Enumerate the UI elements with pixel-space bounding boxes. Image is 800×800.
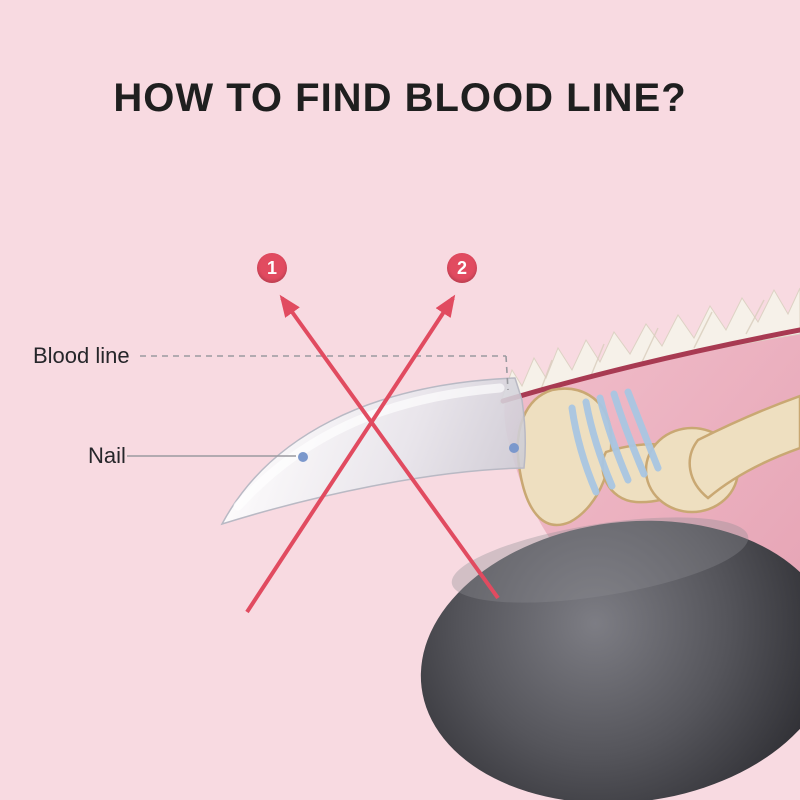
- page-title: HOW TO FIND BLOOD LINE?: [113, 76, 687, 120]
- paw-pad: [420, 520, 800, 800]
- cut-arrow-1: [279, 294, 500, 600]
- step-1-badge: 1: [257, 253, 287, 283]
- blood-line-leader: [140, 355, 509, 391]
- paw-pad-highlight: [451, 517, 749, 603]
- nail-claw: [220, 377, 527, 526]
- blood-line-label: Blood line: [33, 343, 130, 368]
- fur-texture-strokes: [539, 299, 765, 393]
- nail-claw-highlight: [233, 383, 505, 511]
- nail-label: Nail: [88, 443, 126, 468]
- blood-line-marker-dot: [509, 443, 519, 453]
- step-2-badge: 2: [447, 253, 477, 283]
- cut-arrow-2: [245, 294, 456, 614]
- quick-brush-strokes: [568, 388, 662, 496]
- nail-marker-dot: [298, 452, 308, 462]
- skin-edge-line: [500, 327, 800, 404]
- leg-bone: [688, 394, 800, 500]
